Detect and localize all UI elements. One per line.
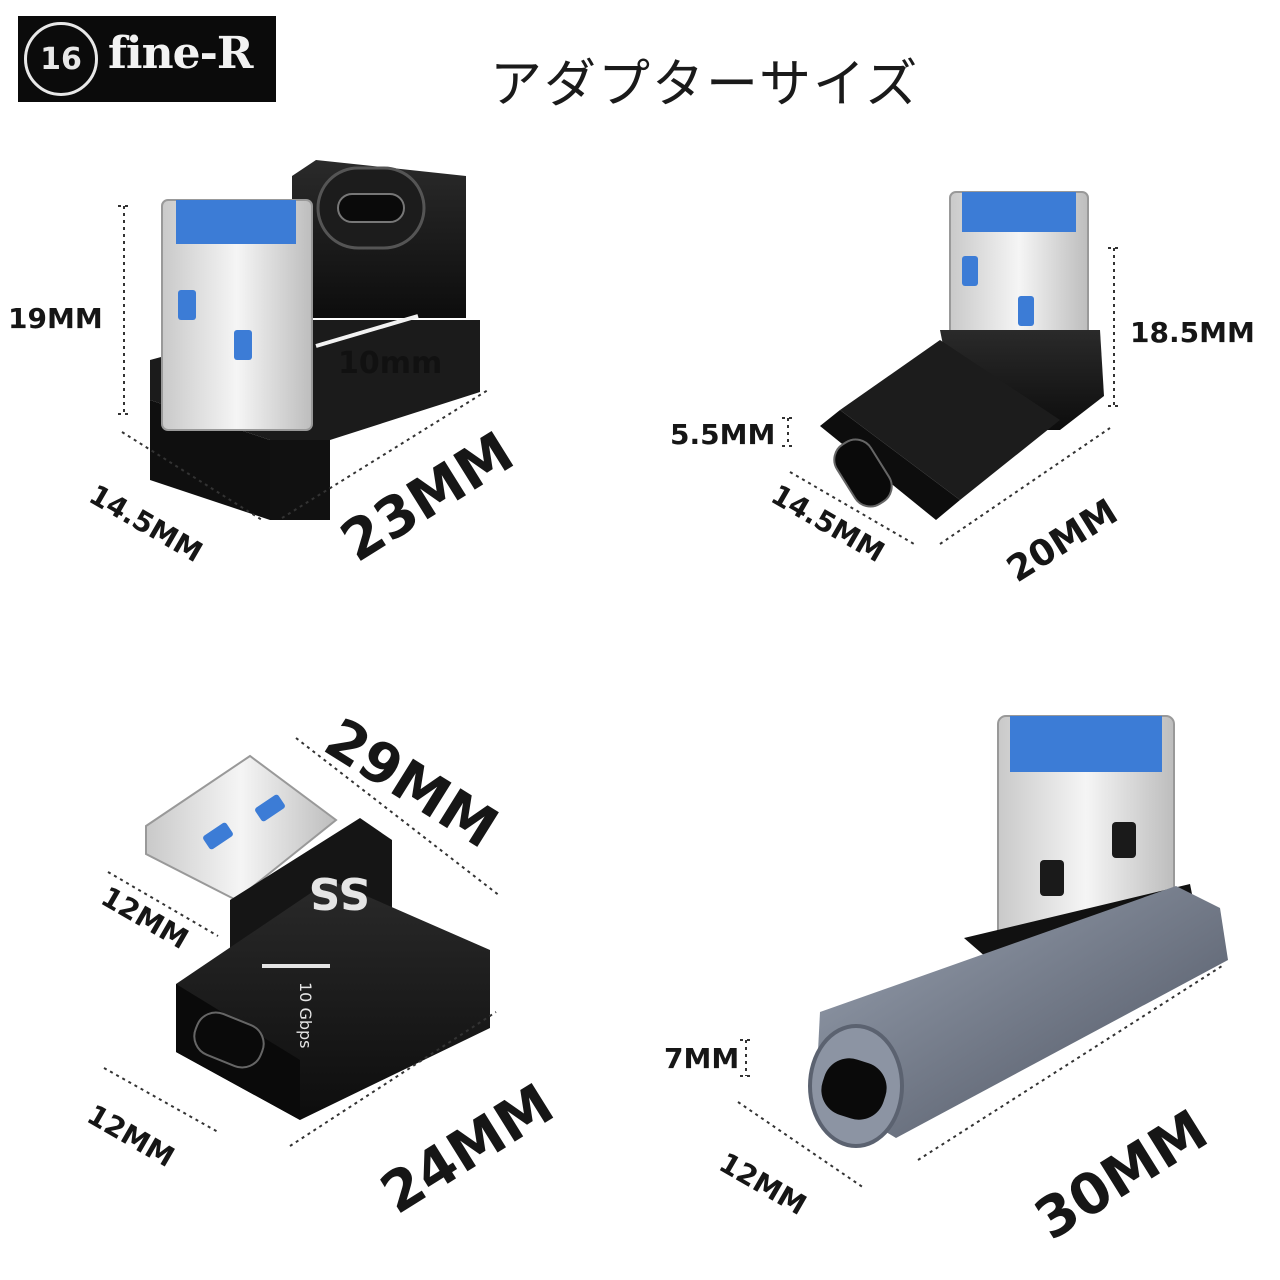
- logo-badge: 16: [24, 22, 98, 96]
- adapter-2-thickness-dim: 5.5MM: [670, 418, 776, 451]
- adapter-2-dimension-lines: [782, 247, 1120, 545]
- logo-brand-text: fine-R: [108, 28, 253, 79]
- gbps-mark: 10 Gbps: [296, 982, 315, 1049]
- adapter-1-dimension-lines: [118, 205, 489, 521]
- adapter-3-dimension-lines: [103, 737, 501, 1147]
- adapter-4-thickness-dim: 7MM: [664, 1042, 740, 1075]
- adapter-4-dimension-lines: [737, 965, 1223, 1189]
- adapter-2-height-dim: 18.5MM: [1130, 316, 1255, 349]
- ss-mark: SS: [309, 867, 370, 918]
- adapter-3-side-angle: SS 10 Gbps: [145, 754, 490, 1120]
- adapter-1-u-shape: [150, 160, 480, 520]
- adapter-1-gap-label: 10mm: [338, 346, 443, 381]
- adapter-1-height-dim: 19MM: [8, 302, 103, 335]
- adapter-2-right-angle: [820, 191, 1104, 520]
- adapter-4-aluminium: [808, 715, 1228, 1148]
- page-title: アダプターサイズ: [490, 55, 920, 115]
- brand-logo: 16 fine-R: [18, 16, 276, 102]
